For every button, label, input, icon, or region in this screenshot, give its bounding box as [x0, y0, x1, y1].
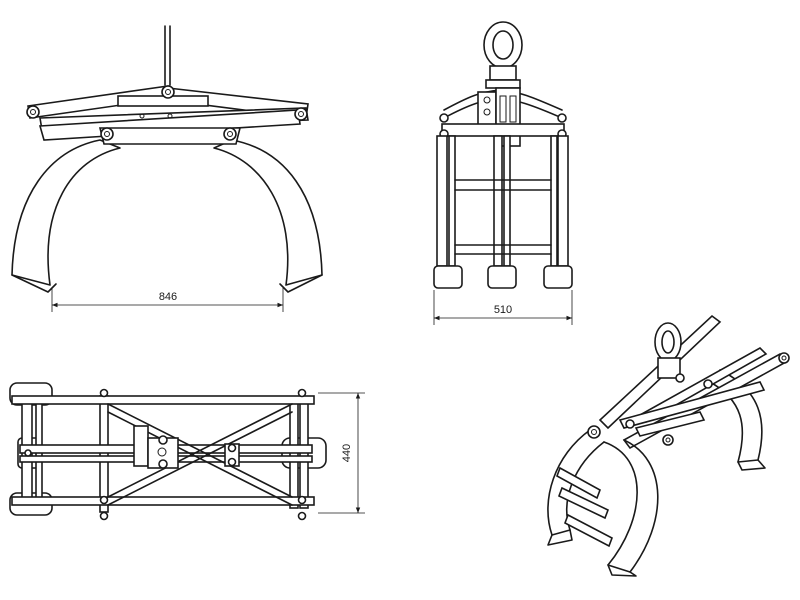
- foot-right: [543, 265, 573, 289]
- brace-2: [107, 403, 293, 498]
- mechanism: [133, 425, 149, 467]
- pivot-pins: [26, 85, 308, 141]
- beam-bottom: [11, 496, 315, 506]
- isometric-view: [547, 314, 790, 577]
- beam-top: [11, 395, 315, 405]
- dimension-440: 440: [318, 392, 365, 514]
- front-view: 846: [11, 25, 323, 312]
- tong-jaw-right: [213, 139, 323, 286]
- foot-center: [487, 265, 517, 289]
- bolts: [24, 388, 307, 521]
- dimension-label-top: 440: [341, 444, 353, 462]
- dimension-label-side: 510: [494, 304, 512, 316]
- dimension-846: 846: [51, 288, 284, 312]
- leg-center: [493, 135, 503, 267]
- tong-jaw-left: [11, 139, 121, 286]
- leg-left: [436, 135, 448, 267]
- leg-right: [557, 135, 569, 267]
- dimension-510: 510: [433, 290, 573, 325]
- side-view: 510: [433, 21, 573, 325]
- iso-pins: [587, 352, 790, 446]
- dimension-label-front: 846: [159, 291, 177, 303]
- top-view: 440: [9, 382, 365, 521]
- foot-left: [433, 265, 463, 289]
